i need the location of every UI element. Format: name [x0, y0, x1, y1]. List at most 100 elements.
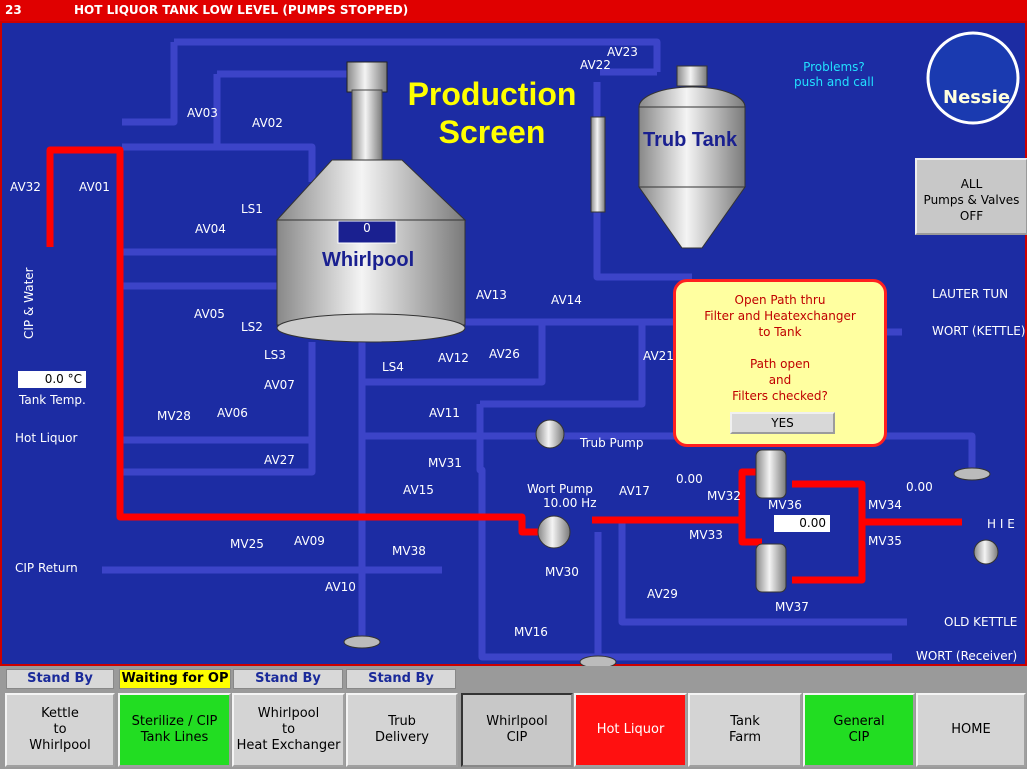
- logo[interactable]: Nessie: [943, 87, 1011, 108]
- dest-wort-kettle: WORT (KETTLE): [932, 324, 1026, 338]
- popup-line2: Filter and Heatexchanger: [704, 309, 856, 323]
- valve-av12[interactable]: AV12: [438, 351, 469, 365]
- valve-av03[interactable]: AV03: [187, 106, 218, 120]
- sensor-ls2: LS2: [241, 320, 263, 334]
- valve-mv16[interactable]: MV16: [514, 625, 548, 639]
- valve-av32[interactable]: AV32: [10, 180, 41, 194]
- valve-mv38[interactable]: MV38: [392, 544, 426, 558]
- nav-label: Sterilize / CIP Tank Lines: [131, 714, 218, 745]
- valve-av04[interactable]: AV04: [195, 222, 226, 236]
- valve-mv25[interactable]: MV25: [230, 537, 264, 551]
- valve-av22[interactable]: AV22: [580, 58, 611, 72]
- valve-mv28[interactable]: MV28: [157, 409, 191, 423]
- src-hot-liquor: Hot Liquor: [15, 431, 78, 445]
- filter-right-pressure: 0.00: [906, 480, 933, 494]
- popup-line1: Open Path thru: [734, 293, 826, 307]
- popup-line4: Path open: [749, 357, 811, 371]
- popup-line6: Filters checked?: [732, 389, 828, 403]
- dest-hie: H I E: [987, 517, 1015, 531]
- page-title: Production Screen: [397, 75, 587, 151]
- valve-av15[interactable]: AV15: [403, 483, 434, 497]
- hie-flow-readout: 0.00: [774, 515, 830, 532]
- dest-old-kettle: OLD KETTLE: [944, 615, 1018, 629]
- valve-av26[interactable]: AV26: [489, 347, 520, 361]
- bottom-panel: Stand By Waiting for OP Stand By Stand B…: [0, 666, 1027, 769]
- sensor-ls1: LS1: [241, 202, 263, 216]
- tank-temp-label: Tank Temp.: [19, 393, 86, 407]
- nav-general-cip[interactable]: General CIP: [803, 693, 915, 767]
- confirm-popup: Open Path thru Filter and Heatexchanger …: [673, 279, 887, 447]
- all-off-line1: ALL: [960, 177, 983, 191]
- valve-mv30[interactable]: MV30: [545, 565, 579, 579]
- nav-label: Kettle to Whirlpool: [29, 706, 91, 753]
- valve-av17[interactable]: AV17: [619, 484, 650, 498]
- cip-water-label: CIP & Water: [22, 267, 36, 339]
- nav-label: HOME: [951, 722, 991, 737]
- valve-av01[interactable]: AV01: [79, 180, 110, 194]
- all-off-line3: OFF: [959, 209, 984, 223]
- wort-pump-speed: 10.00 Hz: [543, 496, 597, 510]
- src-cip-return: CIP Return: [15, 561, 78, 575]
- page-title-line1: Production: [407, 76, 577, 112]
- valve-av10[interactable]: AV10: [325, 580, 356, 594]
- valve-av13[interactable]: AV13: [476, 288, 507, 302]
- popup-line3: to Tank: [758, 325, 802, 339]
- problems-line2: push and call: [794, 75, 874, 89]
- nav-whirlpool-cip[interactable]: Whirlpool CIP: [461, 693, 573, 767]
- valve-mv34[interactable]: MV34: [868, 498, 902, 512]
- wort-pump-label: Wort Pump: [527, 482, 593, 496]
- valve-mv32[interactable]: MV32: [707, 489, 741, 503]
- valve-mv31[interactable]: MV31: [428, 456, 462, 470]
- sensor-ls4: LS4: [382, 360, 404, 374]
- dest-lauter-tun: LAUTER TUN: [932, 287, 1009, 301]
- nav-sterilize-cip[interactable]: Sterilize / CIP Tank Lines: [118, 693, 231, 767]
- valve-av07[interactable]: AV07: [264, 378, 295, 392]
- valve-av21[interactable]: AV21: [643, 349, 674, 363]
- nav-hot-liquor[interactable]: Hot Liquor: [574, 693, 687, 767]
- valve-mv33[interactable]: MV33: [689, 528, 723, 542]
- all-off-line2: Pumps & Valves: [923, 193, 1020, 207]
- sensor-ls3: LS3: [264, 348, 286, 362]
- alarm-bar: 23 HOT LIQUOR TANK LOW LEVEL (PUMPS STOP…: [0, 0, 1027, 21]
- valve-mv35[interactable]: MV35: [868, 534, 902, 548]
- alarm-message: HOT LIQUOR TANK LOW LEVEL (PUMPS STOPPED…: [74, 3, 409, 17]
- all-pumps-valves-off-button[interactable]: ALL Pumps & Valves OFF: [915, 158, 1027, 235]
- process-diagram: Production Screen Whirlpool 0 Trub Tank …: [0, 21, 1027, 668]
- valve-av23[interactable]: AV23: [607, 45, 638, 59]
- nav-label: Whirlpool to Heat Exchanger: [236, 706, 341, 753]
- problems-line1: Problems?: [803, 60, 865, 74]
- valve-av05[interactable]: AV05: [194, 307, 225, 321]
- status-trub-delivery: Stand By: [346, 669, 456, 689]
- trub-pump-label: Trub Pump: [580, 436, 644, 450]
- nav-label: Whirlpool CIP: [486, 714, 548, 745]
- nav-label: Trub Delivery: [375, 714, 429, 745]
- nav-label: General CIP: [833, 714, 885, 745]
- problems-help[interactable]: Problems? push and call: [794, 60, 874, 90]
- nav-kettle-to-whirlpool[interactable]: Kettle to Whirlpool: [5, 693, 115, 767]
- nav-label: Tank Farm: [728, 714, 762, 745]
- trub-tank-title: Trub Tank: [643, 129, 738, 151]
- popup-line5: and: [768, 373, 792, 387]
- nav-home[interactable]: HOME: [916, 693, 1026, 767]
- nav-trub-delivery[interactable]: Trub Delivery: [346, 693, 458, 767]
- nav-whirlpool-to-hex[interactable]: Whirlpool to Heat Exchanger: [232, 693, 345, 767]
- valve-av02[interactable]: AV02: [252, 116, 283, 130]
- valve-av29[interactable]: AV29: [647, 587, 678, 601]
- valve-av11[interactable]: AV11: [429, 406, 460, 420]
- valve-mv37[interactable]: MV37: [775, 600, 809, 614]
- nav-label: Hot Liquor: [596, 722, 665, 737]
- valve-av06[interactable]: AV06: [217, 406, 248, 420]
- pipe-network: [46, 31, 1020, 668]
- yes-button[interactable]: YES: [730, 412, 835, 434]
- dest-wort-receiver: WORT (Receiver): [916, 649, 1018, 663]
- valve-mv36[interactable]: MV36: [768, 498, 802, 512]
- valve-av09[interactable]: AV09: [294, 534, 325, 548]
- page-title-line2: Screen: [438, 114, 546, 150]
- status-sterilize-cip: Waiting for OP: [119, 669, 231, 689]
- tank-temp-readout: 0.0 °C: [18, 371, 86, 388]
- whirlpool-title: Whirlpool: [322, 249, 415, 271]
- nav-tank-farm[interactable]: Tank Farm: [688, 693, 802, 767]
- valve-av27[interactable]: AV27: [264, 453, 295, 467]
- valve-av14[interactable]: AV14: [551, 293, 582, 307]
- alarm-code: 23: [5, 3, 22, 17]
